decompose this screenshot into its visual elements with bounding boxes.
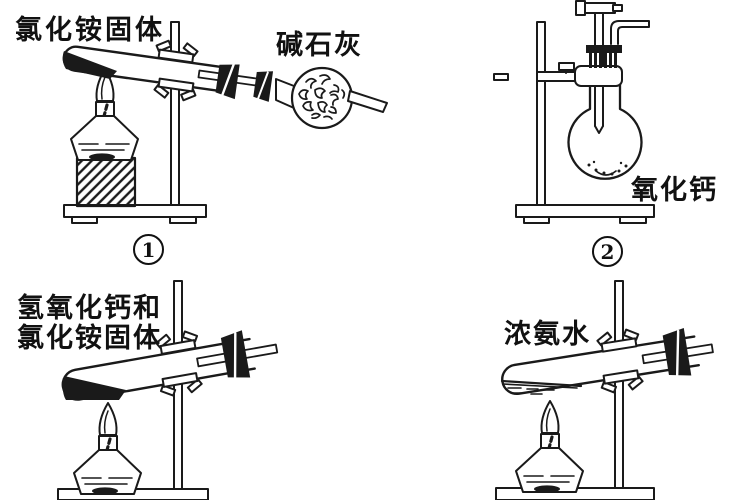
- iron-stand-icon: [63, 21, 207, 224]
- setup-1-reagent-label: 氯化铵固体: [15, 15, 165, 45]
- setup-2-drawing: [493, 0, 655, 224]
- alcohol-lamp-icon: [72, 401, 143, 497]
- setup-4-drawing: [495, 280, 714, 500]
- solid-reagent-icon: [62, 51, 117, 79]
- setup-1-number-badge: 1: [133, 234, 164, 265]
- setup-2-reagent-label: 氧化钙: [631, 175, 718, 205]
- setup-3-drawing: [57, 280, 279, 500]
- setup-3-reagent-label-line2: 氯化铵固体: [17, 323, 162, 353]
- iron-stand-icon: [515, 21, 655, 224]
- stopcock-icon: [575, 0, 623, 16]
- drying-bulb-icon: [275, 66, 388, 130]
- round-bottom-flask-icon: [567, 81, 643, 180]
- test-tube-icon: [501, 328, 714, 395]
- rubber-stopper-icon: [586, 45, 622, 68]
- soda-lime-fill: [298, 74, 346, 120]
- setup-3-reagent-label-line1: 氢氧化钙和: [17, 293, 162, 323]
- setup-4-reagent-label: 浓氨水: [504, 319, 591, 349]
- alcohol-lamp-icon: [69, 67, 140, 163]
- setup-1-drawing: [62, 21, 388, 224]
- flask-bottom-mound: [595, 170, 617, 176]
- setup-1-soda-lime-label: 碱石灰: [276, 30, 363, 60]
- clamp-arm-icon: [493, 62, 623, 87]
- delivery-tube-icon: [610, 20, 650, 45]
- setup-2-number-badge: 2: [592, 236, 623, 267]
- solid-reagent-icon: [62, 376, 126, 400]
- alcohol-lamp-icon: [514, 399, 585, 495]
- wood-block-icon: [75, 156, 137, 208]
- liquid-reagent-icon: [500, 379, 583, 395]
